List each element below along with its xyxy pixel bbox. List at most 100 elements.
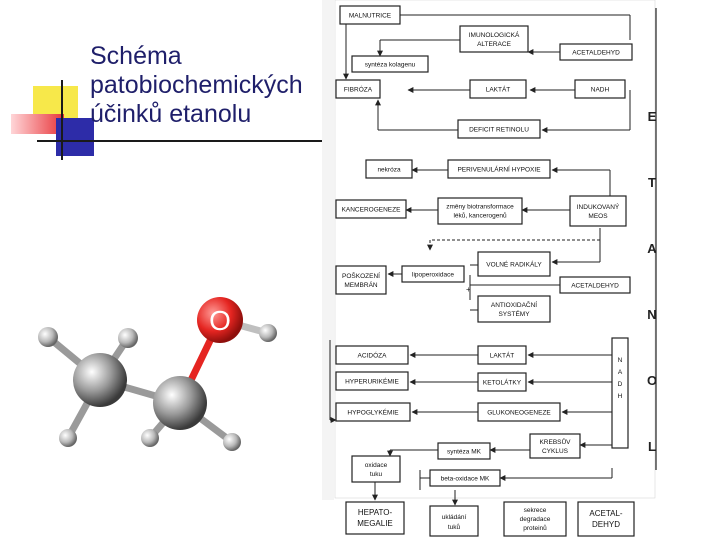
box-ukladani-tuku: ukládání tuků [429,505,479,537]
ethanol-molecule: O [38,297,277,451]
svg-text:ACIDÓZA: ACIDÓZA [358,351,388,360]
etanol-letter: A [647,241,657,256]
deco-red-bar [11,114,64,134]
box-oxidace-tuku: oxidace tuku [351,455,401,483]
svg-text:H: H [618,393,623,400]
svg-text:tuku: tuku [370,471,383,478]
svg-text:HEPATO-: HEPATO- [358,508,393,517]
svg-text:DEFICIT RETINOLU: DEFICIT RETINOLU [469,127,529,134]
box-perivenularni-hypoxie: PERIVENULÁRNÍ HYPOXIE [447,159,551,179]
carbon-atom [153,376,207,430]
svg-text:nekróza: nekróza [377,167,401,174]
box-acetaldehyd-mid: ACETALDEHYD [559,276,631,294]
box-antioxidacni-systemy: ANTIOXIDAČNÍ SYSTÉMY [477,295,551,323]
hydrogen-atom [118,328,138,348]
etanol-letter: T [648,175,656,190]
box-hyperurikemie: HYPERURIKÉMIE [335,371,409,391]
svg-text:změny biotransformace: změny biotransformace [446,204,514,211]
page-title: Schéma patobiochemických účinků etanolu [90,42,330,129]
box-nadh-top: NADH [574,79,626,99]
svg-text:beta-oxidace MK: beta-oxidace MK [441,476,490,483]
box-kancerogeneze: KANCEROGENEZE [335,199,407,219]
box-volne-radikaly: VOLNÉ RADIKÁLY [477,251,551,277]
box-lipoperoxidace: lipoperoxidace [401,265,465,283]
svg-text:HYPERURIKÉMIE: HYPERURIKÉMIE [345,377,399,386]
box-krebsuv-cyklus: KREBSŮV CYKLUS [529,433,581,459]
svg-text:LAKTÁT: LAKTÁT [486,85,511,94]
box-fibroza: FIBRÓZA [335,79,381,99]
scan-left-strip [322,0,334,500]
svg-text:FIBRÓZA: FIBRÓZA [344,85,373,94]
box-deficit-retinolu: DEFICIT RETINOLU [457,119,541,139]
svg-text:DEHYD: DEHYD [592,520,620,529]
svg-text:LAKTÁT: LAKTÁT [490,351,515,360]
svg-text:lipoperoxidace: lipoperoxidace [412,272,454,279]
diagram-connectors [329,14,631,506]
title-line-1: Schéma [90,42,182,70]
svg-text:D: D [618,381,623,388]
plus-sign: + [466,285,471,294]
box-acetaldehyd-top: ACETALDEHYD [559,43,633,61]
svg-text:HYPOGLYKÉMIE: HYPOGLYKÉMIE [347,408,399,417]
svg-text:proteinů: proteinů [523,524,547,532]
box-hypoglykemie: HYPOGLYKÉMIE [335,402,411,422]
etanol-vertical-label: E T A N O L [647,109,657,454]
svg-text:MALNUTRICE: MALNUTRICE [349,13,392,20]
box-laktat-top: LAKTÁT [469,79,527,99]
title-line-2: patobiochemických [90,71,303,99]
etanol-letter: N [647,307,656,322]
box-acidoza: ACIDÓZA [335,345,409,365]
box-laktat-mid: LAKTÁT [477,345,527,365]
svg-text:MEMBRÁN: MEMBRÁN [344,280,378,289]
svg-text:KREBSŮV: KREBSŮV [539,437,571,446]
svg-text:A: A [618,369,623,376]
box-sekrece-degradace: sekrece degradace proteinů [503,501,567,537]
svg-text:KANCEROGENEZE: KANCEROGENEZE [342,207,402,214]
etanol-letter: L [648,439,656,454]
svg-text:ukládání: ukládání [442,514,467,521]
svg-text:oxidace: oxidace [365,462,388,469]
hydrogen-atom [141,429,159,447]
svg-text:IMUNOLOGICKÁ: IMUNOLOGICKÁ [469,30,520,39]
hydrogen-atom [59,429,77,447]
svg-text:degradace: degradace [520,516,551,523]
hydrogen-atom [223,433,241,451]
box-indukovany-meos: INDUKOVANÝ MEOS [569,195,627,227]
svg-text:N: N [618,357,623,364]
svg-text:VOLNÉ RADIKÁLY: VOLNÉ RADIKÁLY [486,260,542,269]
svg-text:sekrece: sekrece [524,507,547,514]
svg-text:MEOS: MEOS [588,213,608,220]
svg-text:GLUKONEOGENEZE: GLUKONEOGENEZE [487,410,551,417]
oxygen-atom [197,297,243,343]
carbon-atom [73,353,127,407]
box-glukoneogeneze: GLUKONEOGENEZE [477,402,561,422]
svg-text:léků, kancerogenů: léků, kancerogenů [453,212,507,220]
svg-text:INDUKOVANÝ: INDUKOVANÝ [577,202,620,211]
scan-page [334,0,656,499]
hydrogen-atom [259,324,277,342]
deco-horizontal-line [37,140,327,142]
svg-text:tuků: tuků [448,523,461,531]
svg-text:SYSTÉMY: SYSTÉMY [498,309,530,318]
svg-text:CYKLUS: CYKLUS [542,448,569,455]
svg-text:ACETAL-: ACETAL- [589,509,623,518]
deco-vertical-line [61,80,63,160]
hydrogen-atom [38,327,58,347]
svg-text:NADH: NADH [591,87,610,94]
svg-text:syntéza kolagenu: syntéza kolagenu [365,62,416,69]
box-nadh-vertical: N A D H [611,337,629,449]
etanol-letter: O [647,373,657,388]
svg-text:ACETALDEHYD: ACETALDEHYD [571,283,619,290]
box-poskozeni-membran: POŠKOZENÍ MEMBRÁN [335,265,387,295]
box-zmeny-biotransformace: změny biotransformace léků, kancerogenů [437,197,523,225]
svg-text:KETOLÁTKY: KETOLÁTKY [483,378,522,387]
box-ketolatky: KETOLÁTKY [477,372,527,392]
svg-text:MEGALIE: MEGALIE [357,519,393,528]
box-synteza-mk: syntéza MK [437,442,491,460]
box-beta-oxidace: beta-oxidace MK [429,469,501,487]
diagram-boxes: MALNUTRICE IMUNOLOGICKÁ ALTERACE ACETALD… [335,5,635,537]
title-line-3: účinků etanolu [90,100,252,128]
etanol-letter: E [648,109,657,124]
svg-text:syntéza MK: syntéza MK [447,449,482,456]
